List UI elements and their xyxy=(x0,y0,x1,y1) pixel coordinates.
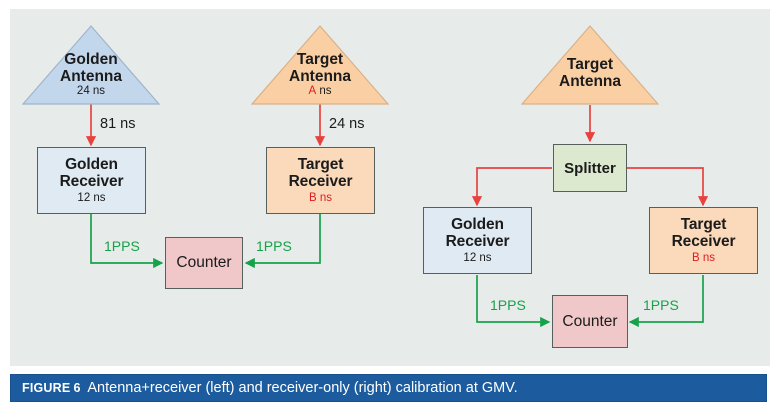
target-antenna-right-title-line2: Antenna xyxy=(559,72,621,90)
target-antenna-left-delay-unit-text: ns xyxy=(319,85,332,98)
label-pps-right-golden: 1PPS xyxy=(490,297,526,313)
golden-receiver: Golden Receiver 12 ns xyxy=(37,147,146,214)
golden-receiver-right-title-line1: Golden xyxy=(451,216,504,234)
target-receiver-left-delay-value: B xyxy=(308,191,317,204)
golden-antenna: Golden Antenna 24 ns xyxy=(22,25,160,105)
target-receiver-right: Target Receiver B ns xyxy=(649,207,758,274)
label-pps-left-target: 1PPS xyxy=(256,238,292,254)
counter-right: Counter xyxy=(552,295,628,348)
target-receiver-right-title-line1: Target xyxy=(680,216,727,234)
target-receiver-left-delay: B ns xyxy=(309,192,332,204)
counter-left: Counter xyxy=(165,237,243,289)
label-pps-right-target: 1PPS xyxy=(643,297,679,313)
target-antenna-right: Target Antenna xyxy=(521,25,659,105)
figure-caption-bar: FIGURE 6 Antenna+receiver (left) and rec… xyxy=(10,374,767,402)
target-receiver-left-title-line2: Receiver xyxy=(288,173,353,190)
target-antenna-left-delay-value: A xyxy=(308,85,317,98)
golden-receiver-title-line1: Golden xyxy=(65,156,118,174)
label-target-cable-delay: 24 ns xyxy=(329,116,365,132)
target-receiver-left-delay-unit: ns xyxy=(319,191,333,204)
counter-right-label: Counter xyxy=(562,312,618,330)
target-receiver-right-delay: B ns xyxy=(692,252,715,264)
target-antenna-left-triangle xyxy=(251,25,389,105)
golden-receiver-right-title-line2: Receiver xyxy=(445,233,510,250)
splitter-label: Splitter xyxy=(564,159,616,177)
target-antenna-left-title-line1: Target xyxy=(296,51,344,68)
golden-receiver-title-line2: Receiver xyxy=(59,173,124,190)
golden-antenna-delay: 24 ns xyxy=(76,85,106,98)
target-receiver-left: Target Receiver B ns xyxy=(266,147,375,214)
golden-antenna-triangle xyxy=(22,25,160,105)
target-antenna-left-title-line2: Antenna xyxy=(289,67,351,85)
golden-receiver-right: Golden Receiver 12 ns xyxy=(423,207,532,274)
target-antenna-left: Target Antenna A ns xyxy=(251,25,389,105)
target-receiver-right-title-line2: Receiver xyxy=(671,233,736,250)
golden-receiver-delay: 12 ns xyxy=(77,191,106,204)
splitter: Splitter xyxy=(553,144,627,192)
golden-receiver-right-delay: 12 ns xyxy=(463,251,492,264)
label-pps-left-golden: 1PPS xyxy=(104,238,140,254)
target-receiver-right-delay-unit: ns xyxy=(702,251,716,264)
target-receiver-right-delay-value: B xyxy=(691,251,700,264)
golden-antenna-title-line1: Golden xyxy=(64,51,118,68)
golden-antenna-title-line2: Antenna xyxy=(60,67,122,85)
caption-figure-number: 6 xyxy=(73,381,81,395)
caption-figure-label: FIGURE xyxy=(22,381,71,395)
target-antenna-right-title-line1: Target xyxy=(566,56,614,73)
counter-left-label: Counter xyxy=(176,254,232,271)
target-antenna-right-triangle xyxy=(521,25,659,105)
label-golden-cable-delay: 81 ns xyxy=(100,116,136,132)
caption-text: Antenna+receiver (left) and receiver-onl… xyxy=(87,380,518,396)
target-antenna-left-delay: A ns xyxy=(251,85,389,97)
target-receiver-left-title-line1: Target xyxy=(297,156,344,174)
